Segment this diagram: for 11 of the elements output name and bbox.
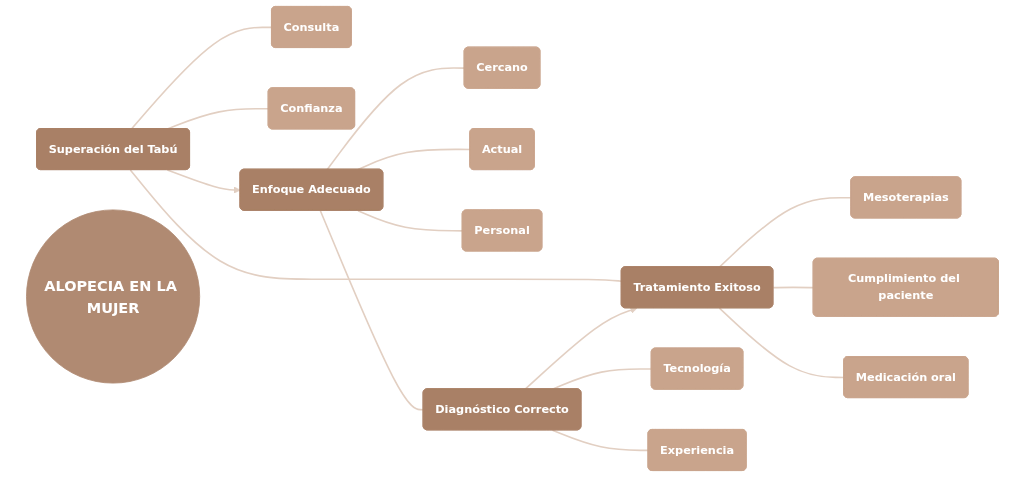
connector <box>551 429 649 452</box>
connector <box>319 209 424 411</box>
connector <box>718 196 852 268</box>
node-circle: ALOPECIA EN LA MUJER <box>25 209 200 384</box>
arrow <box>166 169 241 194</box>
connector <box>718 307 845 379</box>
connector <box>325 67 465 171</box>
arrow <box>523 306 637 390</box>
connector <box>129 169 622 283</box>
connector <box>772 286 814 289</box>
connector <box>356 209 463 232</box>
